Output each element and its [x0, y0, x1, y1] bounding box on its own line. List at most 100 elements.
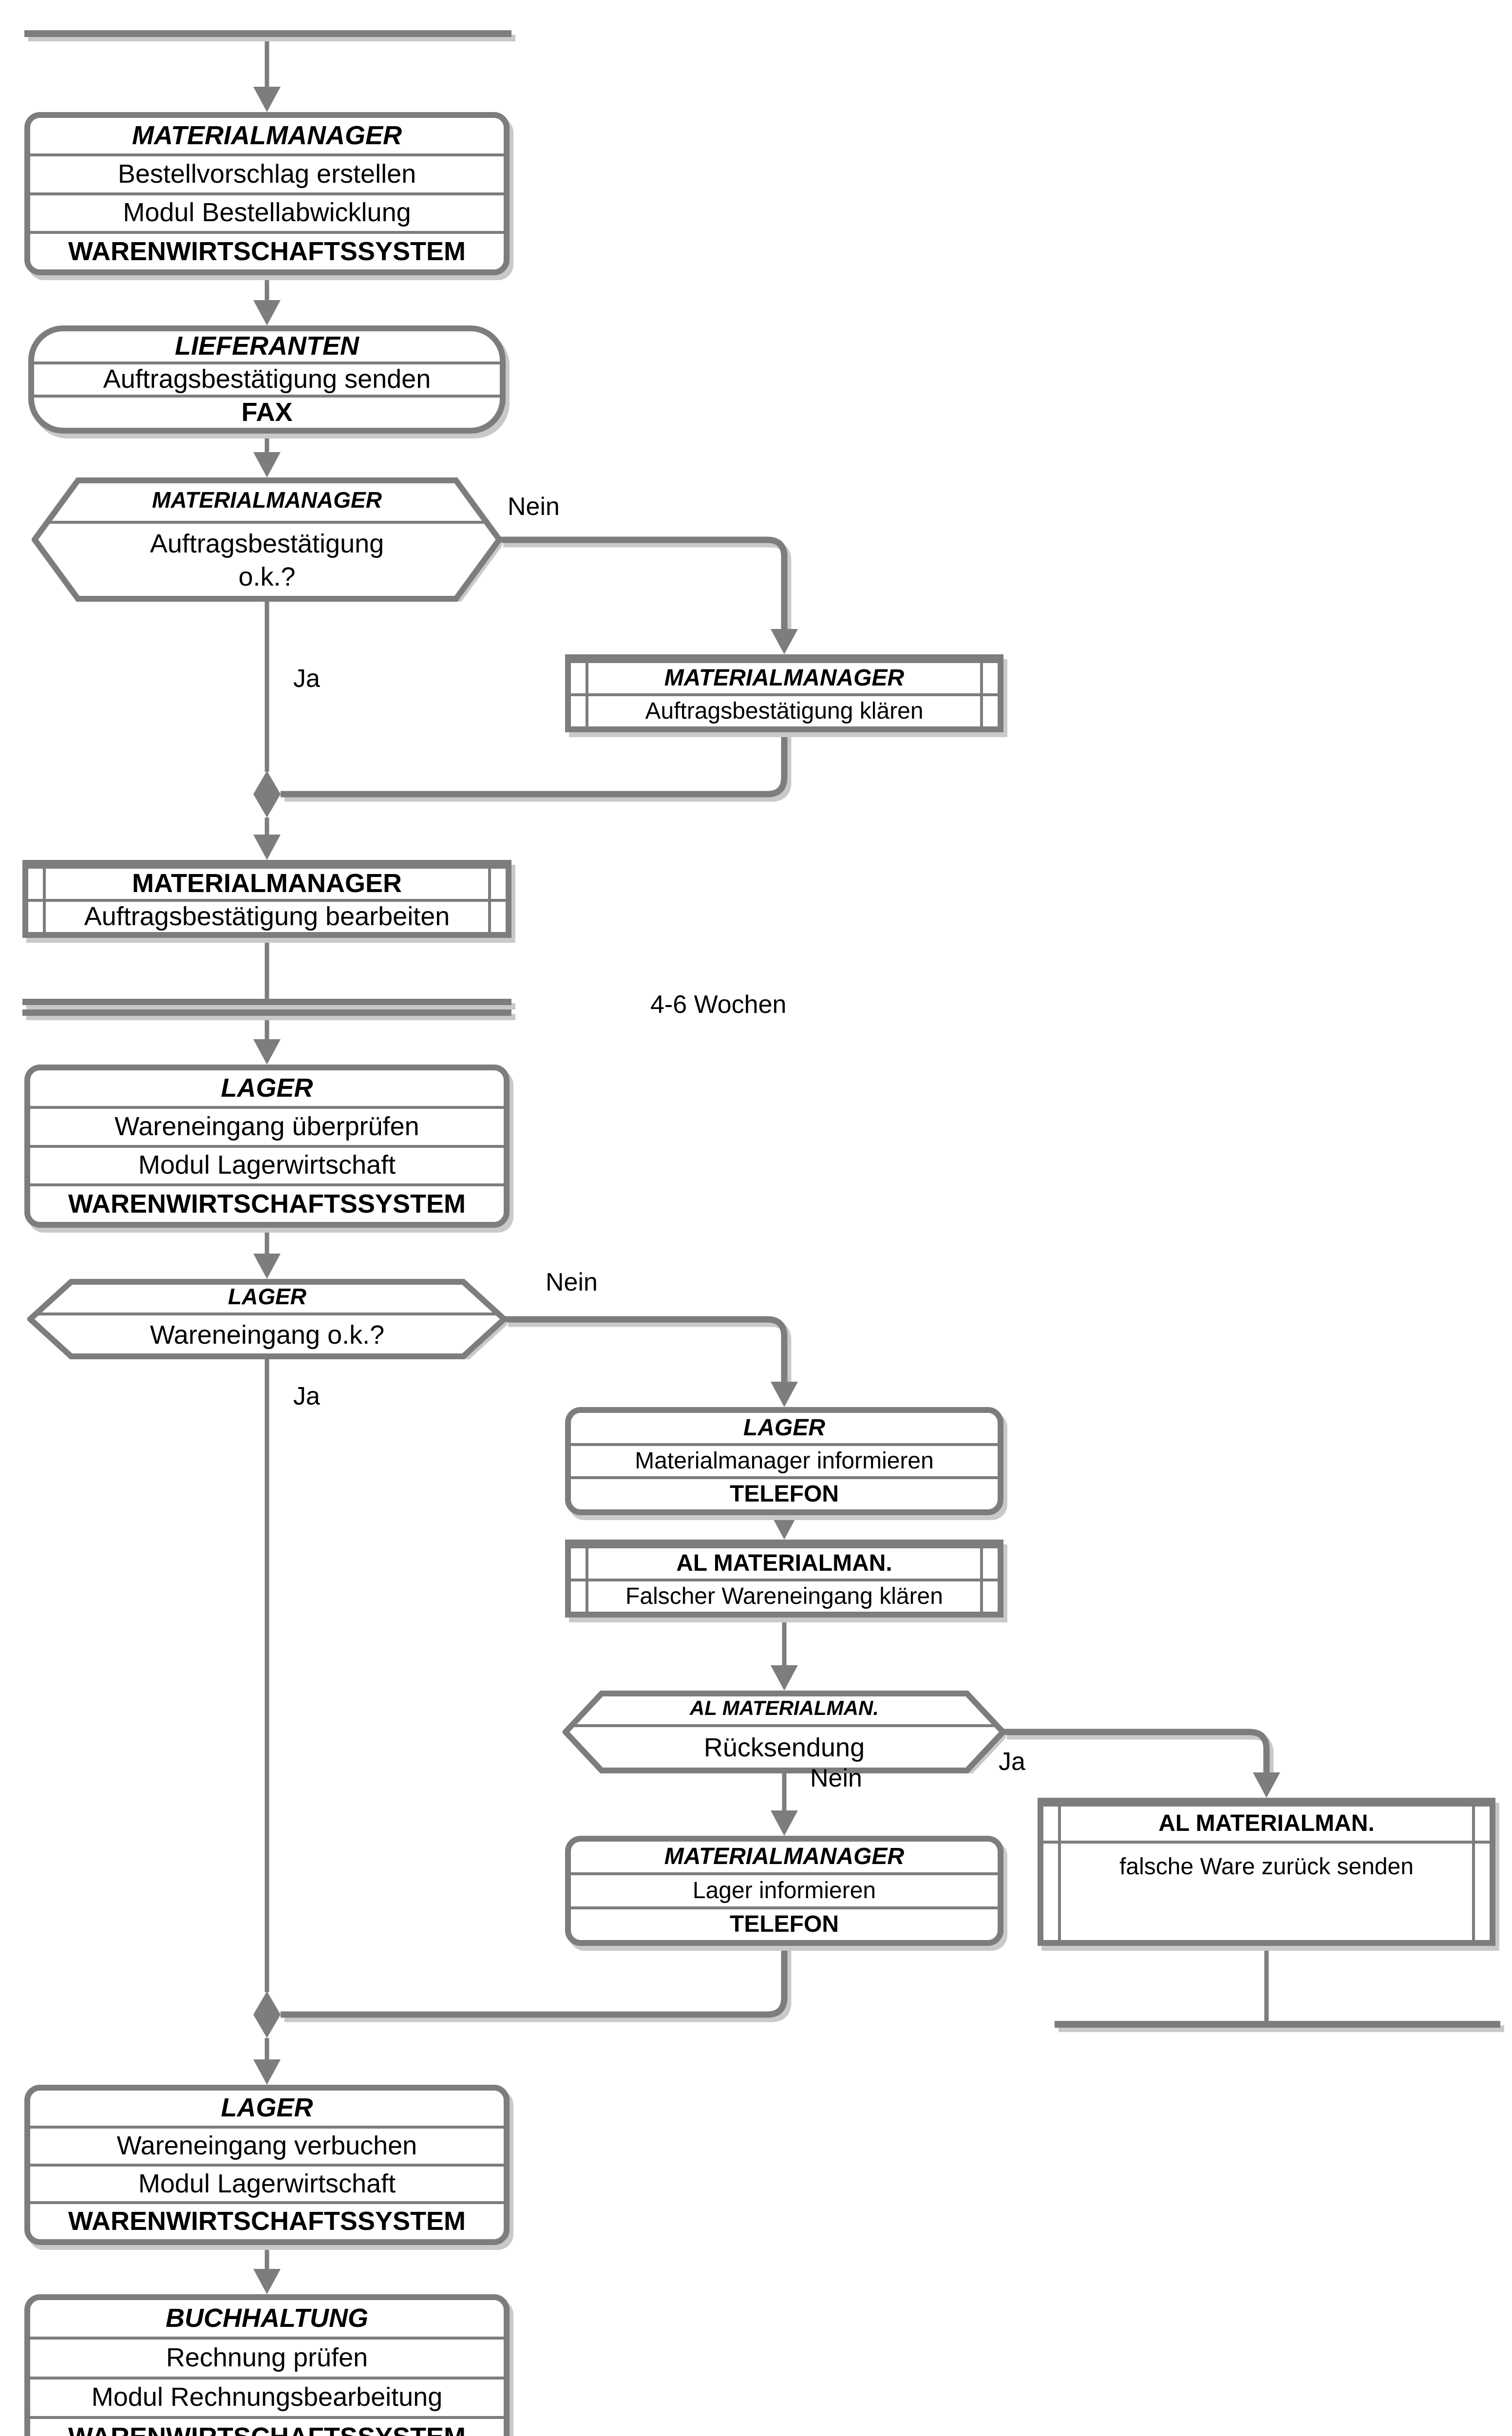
wire-return-2: [281, 1946, 788, 2018]
sidebar-line: [980, 1545, 983, 1612]
system-label: WARENWIRTSCHAFTSSYSTEM: [30, 1183, 504, 1222]
medium-label: FAX: [34, 395, 500, 428]
role-label: LIEFERANTEN: [175, 331, 359, 361]
role-label: AL MATERIALMAN.: [689, 1696, 879, 1719]
merge-diamond-icon: [253, 1991, 281, 2038]
decision-confirmation-ok: MATERIALMANAGER Auftragsbestätigung o.k.…: [32, 477, 502, 602]
wait-bar-2: [22, 1009, 511, 1016]
label-ja-2: Ja: [293, 1382, 320, 1410]
arrow-icon: [771, 1665, 798, 1691]
arrow-icon: [253, 1254, 281, 1279]
task-label: Materialmanager informieren: [571, 1443, 998, 1476]
role-label: MATERIALMANAGER: [132, 120, 402, 150]
label-nein-2: Nein: [546, 1268, 598, 1296]
module-label: Modul Lagerwirtschaft: [30, 2163, 504, 2202]
start-bar: [24, 30, 511, 37]
task-label: Wareneingang überprüfen: [30, 1106, 504, 1144]
label-nein-3: Nein: [810, 1764, 862, 1792]
arrow-icon: [253, 300, 281, 325]
wire-nein-1: [499, 536, 788, 629]
hexagon-shape: [32, 477, 502, 602]
merge-diamonds: [253, 771, 281, 2038]
arrow-icon: [253, 2059, 281, 2085]
question-line-1: Auftragsbestätigung: [150, 529, 384, 558]
main-wires: [265, 37, 1269, 2272]
role-label: MATERIALMANAGER: [571, 660, 998, 693]
process-inform-materialmanager: LAGER Materialmanager informieren TELEFO…: [565, 1407, 1003, 1515]
question-label: Wareneingang o.k.?: [150, 1320, 385, 1350]
external-suppliers: LIEFERANTEN Auftragsbestätigung senden F…: [28, 325, 506, 434]
role-label: BUCHHALTUNG: [166, 2303, 368, 2333]
role-label: LAGER: [228, 1284, 306, 1309]
module-label: Modul Rechnungsbearbeitung: [30, 2376, 504, 2416]
arrowheads: [253, 87, 1280, 2294]
merge-diamond-icon: [253, 771, 281, 818]
task-label: Falscher Wareneingang klären: [571, 1579, 998, 1612]
role-label: AL MATERIALMAN.: [1043, 1804, 1490, 1841]
task-label: falsche Ware zurück senden: [1043, 1841, 1490, 1940]
label-wait-duration: 4-6 Wochen: [650, 990, 787, 1019]
role-label: MATERIALMANAGER: [152, 487, 382, 513]
arrow-icon: [771, 1382, 798, 1407]
process-book-goods: LAGER Wareneingang verbuchen Modul Lager…: [24, 2085, 510, 2245]
arrow-icon: [253, 452, 281, 477]
task-label: Auftragsbestätigung bearbeiten: [28, 899, 506, 932]
sidebar-line: [586, 1545, 588, 1612]
task-label: Auftragsbestätigung senden: [34, 362, 500, 395]
process-check-goods: LAGER Wareneingang überprüfen Modul Lage…: [24, 1065, 510, 1228]
decision-goods-ok: LAGER Wareneingang o.k.?: [27, 1279, 507, 1359]
process-inform-lager: MATERIALMANAGER Lager informieren TELEFO…: [565, 1836, 1003, 1946]
process-check-invoice: BUCHHALTUNG Rechnung prüfen Modul Rechnu…: [24, 2294, 510, 2436]
system-label: WARENWIRTSCHAFTSSYSTEM: [30, 2201, 504, 2239]
sidebar-line: [1058, 1804, 1061, 1940]
sidebar-line: [43, 866, 46, 932]
wait-bar-1: [22, 999, 511, 1005]
task-label: Wareneingang verbuchen: [30, 2125, 504, 2164]
branch-wires: [281, 536, 1270, 2018]
wire-nein-2: [504, 1316, 788, 1382]
terminator-bars: [22, 30, 1504, 2032]
hexagon-shape: [27, 1279, 507, 1359]
role-label: MATERIALMANAGER: [28, 866, 506, 899]
task-label: Rechnung prüfen: [30, 2337, 504, 2376]
arrow-icon: [253, 835, 281, 860]
task-label: Lager informieren: [571, 1872, 998, 1906]
arrow-icon: [771, 1514, 798, 1540]
label-nein-1: Nein: [508, 493, 560, 521]
module-label: Modul Lagerwirtschaft: [30, 1144, 504, 1183]
subprocess-clarify-confirmation: MATERIALMANAGER Auftragsbestätigung klär…: [565, 654, 1003, 732]
arrow-icon: [253, 1039, 281, 1065]
sidebar-line: [586, 660, 588, 726]
module-label: Modul Bestellabwicklung: [30, 192, 504, 231]
system-label: WARENWIRTSCHAFTSSYSTEM: [30, 2416, 504, 2436]
medium-label: TELEFON: [571, 1906, 998, 1940]
role-label: AL MATERIALMAN.: [571, 1545, 998, 1579]
subprocess-clarify-wrong-goods: AL MATERIALMAN. Falscher Wareneingang kl…: [565, 1540, 1003, 1618]
arrow-icon: [1253, 1772, 1280, 1798]
arrow-icon: [253, 87, 281, 112]
subprocess-return-wrong-goods: AL MATERIALMAN. falsche Ware zurück send…: [1038, 1798, 1495, 1946]
label-ja-3: Ja: [999, 1748, 1025, 1776]
decision-return-shipment: AL MATERIALMAN. Rücksendung: [563, 1691, 1006, 1773]
arrow-icon: [253, 2269, 281, 2294]
wire-ja-3: [1003, 1729, 1270, 1772]
sidebar-line: [1472, 1804, 1475, 1940]
medium-label: TELEFON: [571, 1476, 998, 1509]
question-line-2: o.k.?: [238, 562, 296, 591]
system-label: WARENWIRTSCHAFTSSYSTEM: [30, 230, 504, 269]
end-bar-right: [1055, 2021, 1500, 2028]
question-label: Rücksendung: [703, 1733, 865, 1763]
sidebar-line: [980, 660, 983, 726]
wire-return-1: [281, 732, 788, 798]
label-ja-1: Ja: [293, 665, 320, 693]
task-label: Auftragsbestätigung klären: [571, 693, 998, 726]
sidebar-line: [488, 866, 491, 932]
hexagon-shape: [563, 1691, 1006, 1773]
role-label: LAGER: [221, 1073, 313, 1103]
arrow-icon: [771, 629, 798, 654]
arrow-icon: [771, 1810, 798, 1836]
role-label: LAGER: [743, 1414, 825, 1441]
role-label: LAGER: [221, 2093, 313, 2123]
